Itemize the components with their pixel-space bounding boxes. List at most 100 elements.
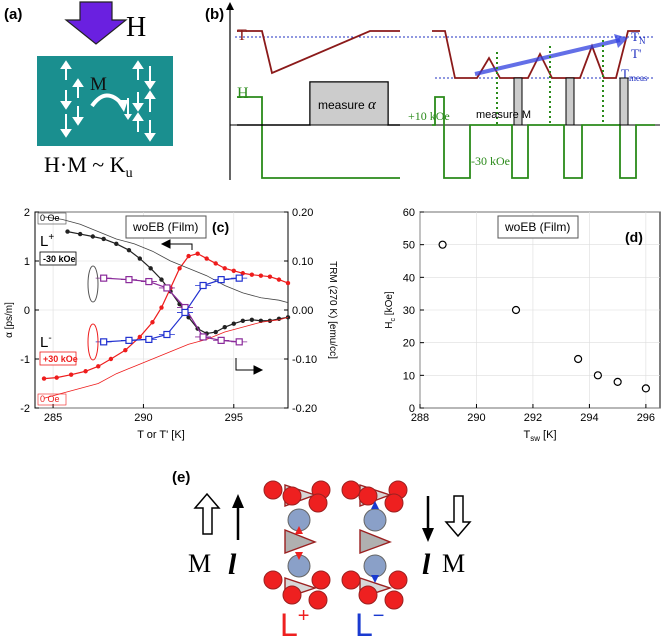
c-point-marker <box>276 277 282 282</box>
spin-arrows-icon <box>60 60 156 142</box>
c-point-marker <box>96 364 101 369</box>
d-xtick-label: 292 <box>524 412 542 424</box>
l-left-label: l <box>228 548 237 581</box>
c-square-marker <box>181 308 189 317</box>
energy-relation: H·M ~ Ku <box>44 152 133 181</box>
c-point-marker <box>150 320 155 325</box>
state-Lminus: L- <box>40 333 52 351</box>
c-point-marker <box>83 369 88 374</box>
d-ytick-label: 60 <box>403 207 415 219</box>
c-point-marker <box>258 273 264 278</box>
l-down-icon <box>422 496 434 542</box>
c-square-marker <box>145 335 153 343</box>
annot-minus30: -30 kOe <box>43 254 76 264</box>
d-series-layer <box>438 240 650 393</box>
structure-Lplus <box>263 480 331 610</box>
c-square-marker <box>217 276 225 284</box>
M-right-label: M <box>442 549 465 578</box>
state-Lplus: L+ <box>40 232 54 250</box>
d-ytick-label: 20 <box>403 338 415 350</box>
c-point-marker <box>68 372 74 377</box>
Lminus-label: L− <box>355 605 384 640</box>
panel-c-label: (c) <box>212 219 229 235</box>
c-ellipse-Lminus <box>87 323 99 361</box>
rotation-arrow-icon <box>90 93 132 120</box>
c-series-line <box>43 316 289 399</box>
c-square-marker <box>235 274 243 282</box>
c-square-marker <box>125 336 133 344</box>
c-point-marker <box>285 280 291 286</box>
c-point-marker <box>222 324 227 330</box>
annot-0Oe-top-box <box>37 212 67 225</box>
c-square-marker <box>163 330 171 339</box>
c-point-marker <box>159 305 164 310</box>
c-series-layer <box>41 216 291 399</box>
panel-b: (b) T TN T' Tmeas H measure α measure M … <box>205 2 660 180</box>
d-legend-text: woEB (Film) <box>504 220 570 234</box>
Lplus-label: L+ <box>280 605 309 640</box>
Tprime-arrow-head-icon <box>614 34 628 48</box>
d-point-marker <box>593 371 602 380</box>
H-profile-left <box>237 96 400 179</box>
c-point-marker <box>240 318 246 323</box>
field-arrow-icon <box>64 1 128 45</box>
c-series-line <box>67 231 289 335</box>
Tprime-trend-arrow <box>474 38 621 76</box>
measure-alpha-box <box>309 81 389 126</box>
c-point-marker <box>148 266 153 271</box>
d-ytick-label: 40 <box>403 272 415 284</box>
c-gridlines <box>35 211 288 409</box>
d-legend-box <box>497 215 579 239</box>
c-point-marker <box>90 234 96 239</box>
c-point-marker <box>108 356 114 362</box>
moment-up-icon <box>193 492 221 535</box>
c-point-marker <box>123 347 128 353</box>
c-point-marker <box>126 248 132 253</box>
c-legend-text: woEB (Film) <box>132 220 198 234</box>
d-gridlines <box>419 211 660 409</box>
d-xtick-label: 296 <box>637 412 655 424</box>
panel-e: (e) <box>172 469 472 640</box>
annot-plus30-box <box>39 351 77 366</box>
c-ytick-label-left: 1 <box>24 256 30 268</box>
d-point-marker <box>438 240 447 249</box>
c-point-marker <box>195 251 200 256</box>
c-point-marker <box>240 271 246 276</box>
c-point-marker <box>41 376 47 381</box>
panel-d-label: (d) <box>625 229 643 245</box>
c-ylabel-left: α [ps/m] <box>4 302 15 338</box>
l-right-label: l <box>422 548 431 581</box>
d-ytick-label: 10 <box>403 370 415 382</box>
c-point-marker <box>231 321 236 326</box>
panel-a-label: (a) <box>4 6 22 23</box>
c-ytick-label-right: 0.20 <box>292 207 313 219</box>
TN-label: TN <box>631 29 646 46</box>
d-xtick-label: 294 <box>580 412 598 424</box>
c-point-marker <box>101 236 106 242</box>
c-point-marker <box>213 329 218 335</box>
c-square-marker <box>199 281 207 290</box>
c-point-marker <box>186 253 191 259</box>
c-series-line <box>43 216 289 304</box>
c-point-marker <box>249 272 255 277</box>
c-point-marker <box>222 266 227 271</box>
measure-M-pulses <box>513 77 629 126</box>
H-profile-right <box>432 96 655 179</box>
d-point-marker <box>613 377 622 386</box>
d-xtick-label: 290 <box>467 412 485 424</box>
moment-M-label: M <box>90 74 107 95</box>
panel-a: (a) H M H·M ~ Ku <box>4 1 173 181</box>
c-point-marker <box>204 256 209 261</box>
c-square-marker <box>125 276 133 284</box>
c-point-marker <box>114 241 119 247</box>
c-point-marker <box>65 229 70 234</box>
d-point-marker <box>511 305 521 315</box>
moment-down-icon <box>444 495 472 538</box>
Tmeas-label: Tmeas <box>621 66 648 83</box>
l-up-icon <box>232 494 244 540</box>
c-legend-box <box>125 215 207 239</box>
